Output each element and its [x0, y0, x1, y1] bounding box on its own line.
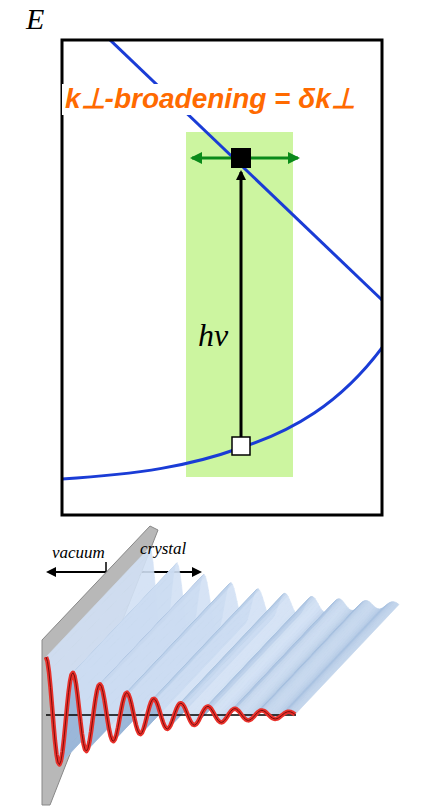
wave-strip: [271, 607, 377, 718]
wave-strip: [265, 602, 371, 713]
wave-strip: [291, 602, 397, 713]
wave-surface: [46, 547, 399, 765]
wave-strip: [270, 606, 376, 717]
axis-label: E: [26, 2, 44, 35]
transition-arrow: [240, 172, 243, 437]
region-label: crystal: [140, 540, 186, 559]
initial-band: [62, 345, 382, 479]
wave-strip: [268, 604, 374, 715]
final-band: [108, 40, 382, 300]
wave-strip: [264, 601, 370, 712]
wave-curve-core: [46, 657, 295, 765]
k-window: [186, 132, 293, 477]
wave-strip: [267, 603, 373, 714]
title-label: k⊥-broadening = δk⊥: [62, 84, 358, 115]
wave-curve: [46, 657, 295, 765]
wave-strip: [289, 602, 395, 712]
final-state: [231, 148, 251, 168]
wave-strip: [273, 608, 379, 719]
photon-label: hν: [198, 318, 228, 353]
region-label: vacuum: [52, 544, 105, 563]
plot-frame: [62, 40, 382, 515]
wave-strip: [294, 603, 400, 714]
wave-strip: [262, 600, 368, 710]
initial-state: [232, 437, 250, 455]
wave-strip: [292, 603, 398, 714]
direction-arrow: [48, 571, 106, 573]
